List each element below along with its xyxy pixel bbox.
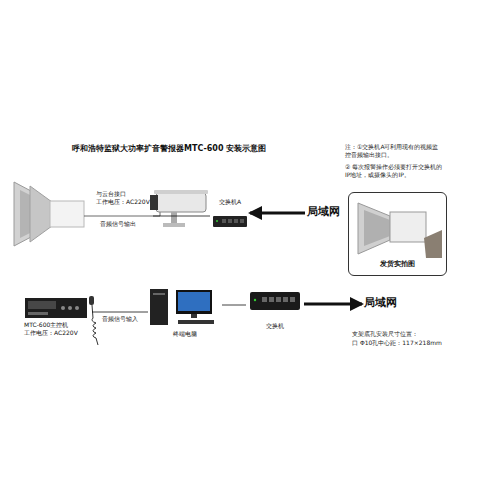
- network-label: 局域网: [362, 296, 404, 313]
- product-photo: [364, 210, 390, 246]
- microphone: [89, 296, 94, 305]
- controller-device: [68, 306, 72, 310]
- controller-device: [25, 298, 87, 318]
- note-text: 注：①交换机A可利用现有的视频监控音频输出接口。: [345, 143, 443, 160]
- switch-box: 交换机: [246, 288, 304, 334]
- camera: [163, 223, 185, 227]
- computer: [153, 293, 165, 295]
- product-photo: [358, 203, 442, 258]
- node-text: 局域网: [364, 296, 402, 311]
- signal-wire: [222, 305, 246, 306]
- switch-device: [283, 297, 288, 302]
- computer: [150, 289, 214, 325]
- switch-device: [290, 297, 295, 302]
- switch-device: [269, 297, 274, 302]
- controller-device: [28, 301, 56, 309]
- node-text: 与云台接口: [96, 190, 152, 198]
- product-photo: [390, 212, 426, 242]
- camera: [150, 195, 158, 210]
- computer: [178, 292, 210, 311]
- microphone: [89, 296, 98, 345]
- computer-box: 终端电脑: [148, 286, 222, 342]
- switch-device: [213, 216, 247, 227]
- microphone: [92, 305, 98, 345]
- controller-device: [28, 312, 48, 315]
- controller-device: [25, 298, 87, 318]
- node-text: 工作电压：AC220V: [96, 198, 152, 206]
- node-text: 终端电脑: [148, 330, 222, 338]
- diagram-title: 呼和浩特监狱大功率扩音警报器MTC-600 安装示意图: [72, 143, 266, 154]
- node-text: 交换机: [246, 322, 304, 330]
- switch-device: [222, 219, 226, 223]
- camera: [154, 190, 208, 194]
- edge-label: 音频信号输入: [101, 315, 139, 323]
- switch-device: [250, 292, 300, 310]
- signal-wire: [92, 312, 148, 313]
- computer: [176, 290, 212, 314]
- audio-wire: [84, 212, 160, 216]
- node-text: 局域网: [307, 205, 343, 220]
- note-text: 支架底孔安装尺寸位置：: [352, 330, 418, 338]
- node-text: 发货实拍图: [349, 260, 446, 269]
- switch-device: [213, 216, 247, 227]
- switch-device: [228, 219, 232, 223]
- computer: [191, 314, 197, 318]
- switch-device: [250, 292, 300, 310]
- controller-device: [75, 306, 79, 310]
- node-text: 工作电压：AC220V: [24, 329, 90, 337]
- audio-wire: [84, 212, 160, 216]
- switch-device: [216, 220, 218, 222]
- computer: [150, 289, 168, 325]
- switch-device: [254, 299, 256, 301]
- product-photo: [424, 230, 442, 258]
- product-photo: [358, 203, 390, 254]
- controller-box: MTC-600主控机工作电压：AC220V: [22, 294, 92, 342]
- camera: [150, 190, 208, 227]
- photo-box: 发货实拍图: [348, 192, 447, 276]
- node-text: MTC-600主控机: [24, 321, 90, 329]
- controller-device: [61, 306, 65, 310]
- camera: [156, 193, 206, 212]
- switch-device: [262, 297, 267, 302]
- node-text: 交换机A: [211, 198, 249, 206]
- network-label: 局域网: [305, 205, 345, 222]
- network-arrow: [304, 303, 362, 306]
- computer: [178, 320, 214, 324]
- signal-wire: [153, 216, 210, 217]
- horn-speaker: [30, 186, 52, 242]
- signal-label: 音频信号输出: [100, 220, 136, 228]
- switch-device: [276, 297, 281, 302]
- horn-speaker: [14, 182, 84, 246]
- switch-device: [240, 219, 244, 223]
- note-text: ② 每次报警操作必须要打开交换机的IP地址，或摄像头的IP。: [345, 163, 443, 180]
- camera: [171, 212, 177, 224]
- note-text: 口 Φ10孔中心距：117×218mm: [352, 339, 442, 347]
- network-arrow: [250, 212, 305, 215]
- horn-speaker: [50, 201, 84, 227]
- switch-device: [234, 219, 238, 223]
- switch-box: 交换机A: [210, 198, 250, 230]
